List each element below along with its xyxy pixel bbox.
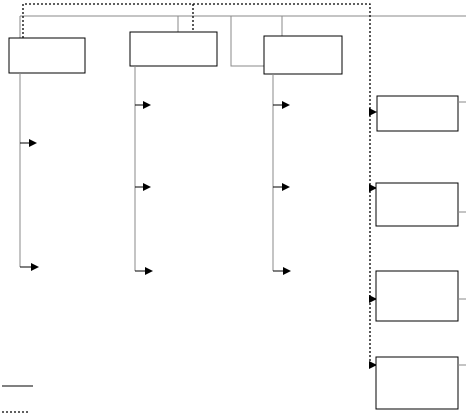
column-3-header-box	[263, 35, 343, 75]
right-stack-box-3	[375, 270, 459, 322]
branch-arrows	[20, 101, 377, 303]
column-2-header-box	[129, 31, 218, 67]
header-boxes	[8, 31, 343, 75]
right-stack-box-2	[375, 182, 459, 227]
connector-to-box-3-a	[230, 16, 264, 67]
right-stack-box-4	[375, 356, 459, 410]
column-1-header-box	[8, 37, 86, 74]
right-stack-box-1	[376, 95, 459, 132]
column-trunks	[19, 66, 274, 271]
top-connector-lines	[19, 15, 466, 67]
right-stack-boxes	[375, 95, 459, 410]
right-stubs	[458, 101, 466, 366]
